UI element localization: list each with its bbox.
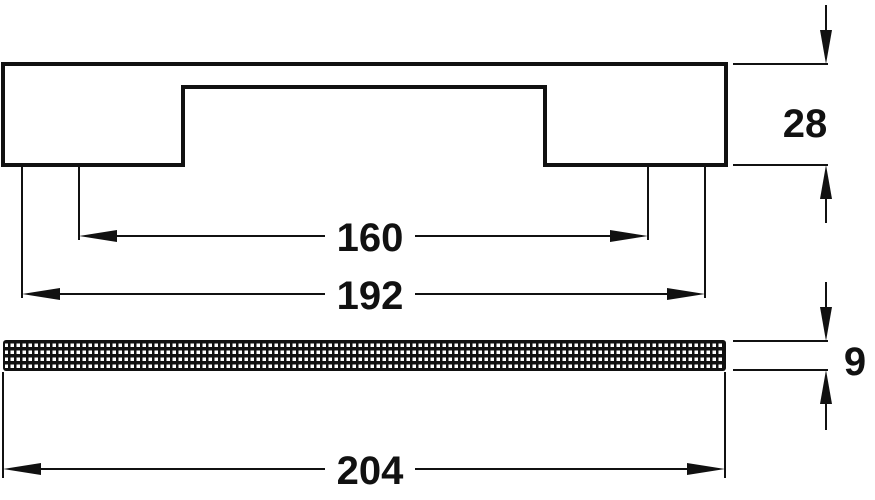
dimension-label-160: 160 — [337, 216, 404, 260]
dimension-28: 28 — [783, 5, 832, 223]
dimension-160: 160 — [79, 216, 648, 260]
arrowhead-down-icon — [820, 30, 832, 64]
handle-top-view-bar — [3, 340, 726, 371]
arrowhead-up-icon — [820, 370, 832, 404]
arrowhead-left-icon — [79, 230, 117, 242]
extension-lines — [2, 63, 828, 478]
arrowhead-right-icon — [667, 288, 705, 300]
dimension-label-192: 192 — [337, 274, 404, 318]
arrowhead-right-icon — [687, 463, 725, 475]
dimension-204: 204 — [3, 449, 725, 493]
dimension-label-9: 9 — [844, 340, 866, 384]
dimension-label-204: 204 — [337, 449, 404, 493]
arrowhead-left-icon — [3, 463, 41, 475]
dimension-192: 192 — [22, 274, 705, 318]
handle-profile — [1, 62, 728, 167]
arrowhead-up-icon — [820, 165, 832, 199]
dimension-9: 9 — [820, 282, 866, 430]
arrowhead-down-icon — [820, 307, 832, 341]
arrowhead-right-icon — [610, 230, 648, 242]
arrowhead-left-icon — [22, 288, 60, 300]
dimension-label-28: 28 — [783, 102, 828, 146]
